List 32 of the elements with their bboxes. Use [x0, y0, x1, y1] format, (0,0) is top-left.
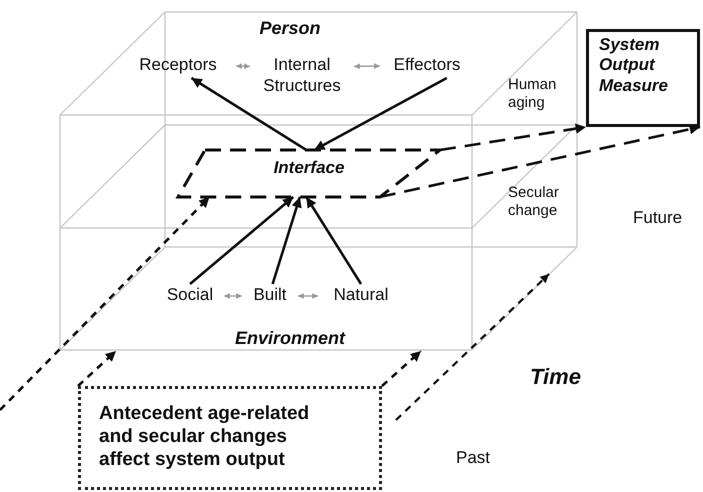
built-label: Built: [244, 284, 296, 308]
axis-note: Secular change: [508, 184, 560, 220]
output-box: [586, 29, 700, 127]
internal-structures-label: Internal Structures: [252, 54, 352, 98]
arrow: [271, 196, 302, 284]
interface-label: Interface: [272, 158, 346, 178]
arrow: [379, 124, 700, 198]
antecedent-note: Antecedent age-related and secular changes affect system output: [99, 403, 310, 472]
axis-title: Time: [530, 364, 582, 390]
arrow: [305, 196, 362, 285]
arrow: [0, 196, 210, 411]
arrow: [224, 293, 242, 299]
arrow: [77, 350, 117, 387]
effectors-label: Effectors: [382, 54, 472, 78]
arrow: [236, 63, 250, 70]
arrow: [354, 63, 380, 70]
output-measure-text: System Output Measure: [599, 35, 669, 96]
receptors-label: Receptors: [122, 54, 234, 78]
time-label: Future: [633, 208, 684, 228]
layer-title: Person: [258, 18, 322, 40]
arrow: [189, 196, 294, 285]
dotted-note-box: [78, 386, 382, 490]
axis-note: Human aging: [508, 76, 558, 112]
natural-label: Natural: [320, 284, 402, 308]
social-label: Social: [158, 284, 222, 308]
arrow: [190, 76, 308, 152]
arrow: [381, 350, 422, 387]
arrow: [314, 76, 448, 152]
arrow: [298, 293, 318, 299]
arrow: [440, 123, 586, 152]
layer-title: Environment: [234, 328, 346, 350]
time-label: Past: [456, 448, 492, 468]
